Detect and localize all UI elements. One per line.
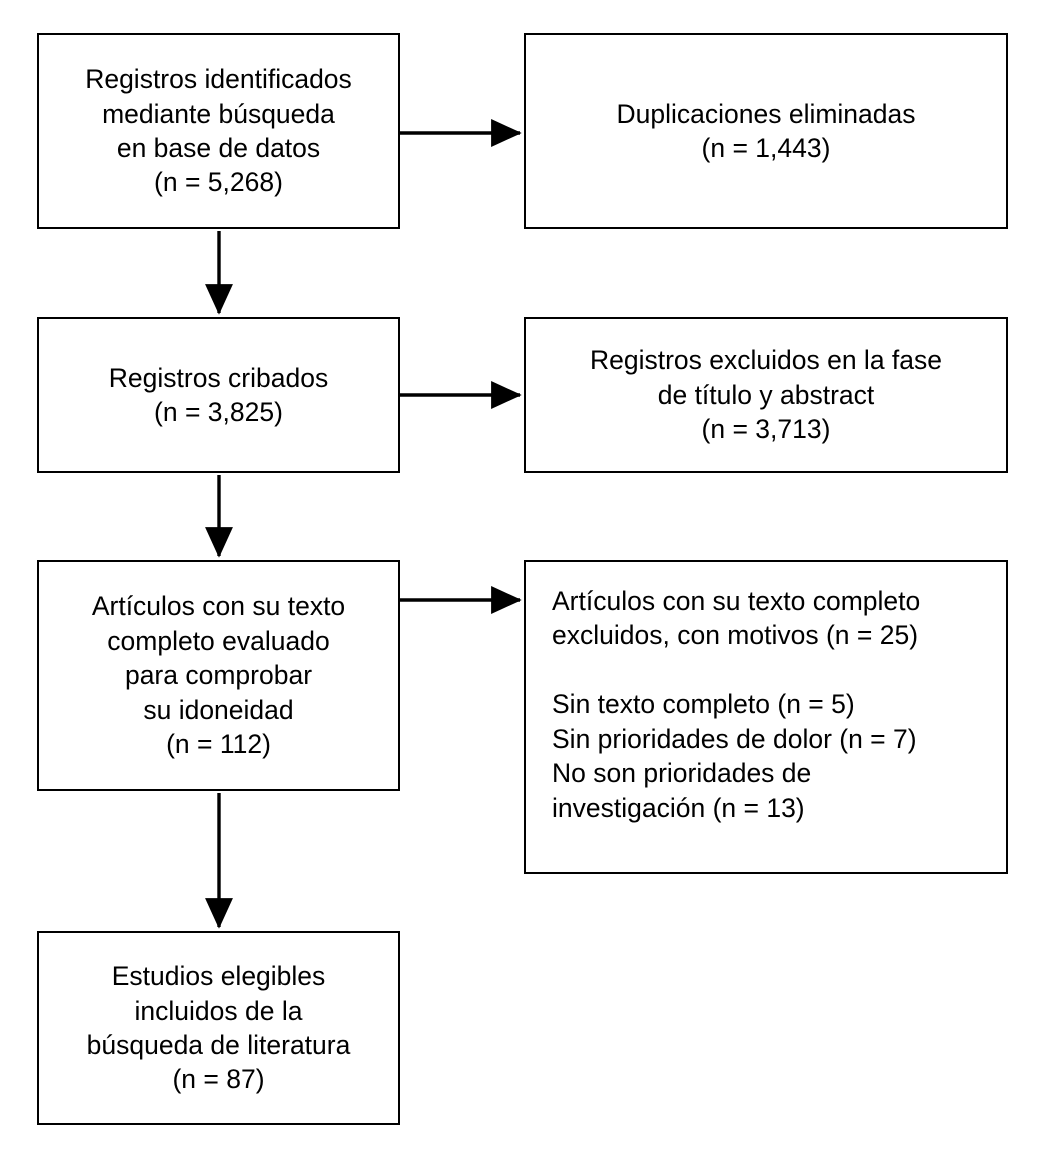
box-registros-identificados: Registros identificados mediante búsqued… bbox=[37, 33, 400, 229]
box-estudios-elegibles-incluidos-text: Estudios elegibles incluidos de la búsqu… bbox=[86, 961, 351, 1095]
box-registros-identificados-text: Registros identificados mediante búsqued… bbox=[85, 64, 352, 198]
box-articulos-texto-completo-evaluados-text: Artículos con su texto completo evaluado… bbox=[91, 591, 346, 760]
box-duplicaciones-eliminadas: Duplicaciones eliminadas (n = 1,443) bbox=[524, 33, 1008, 229]
box-registros-cribados: Registros cribados (n = 3,825) bbox=[37, 317, 400, 473]
box-articulos-texto-completo-evaluados: Artículos con su texto completo evaluado… bbox=[37, 560, 400, 791]
box-registros-excluidos-titulo-abstract: Registros excluidos en la fase de título… bbox=[524, 317, 1008, 473]
box-registros-cribados-text: Registros cribados (n = 3,825) bbox=[108, 362, 329, 427]
box-articulos-excluidos-con-motivos: Artículos con su texto completo excluido… bbox=[524, 560, 1008, 874]
box-duplicaciones-eliminadas-text: Duplicaciones eliminadas (n = 1,443) bbox=[616, 98, 916, 163]
box-articulos-excluidos-con-motivos-text: Artículos con su texto completo excluido… bbox=[552, 586, 921, 823]
box-registros-excluidos-titulo-abstract-text: Registros excluidos en la fase de título… bbox=[589, 345, 943, 445]
box-estudios-elegibles-incluidos: Estudios elegibles incluidos de la búsqu… bbox=[37, 931, 400, 1125]
